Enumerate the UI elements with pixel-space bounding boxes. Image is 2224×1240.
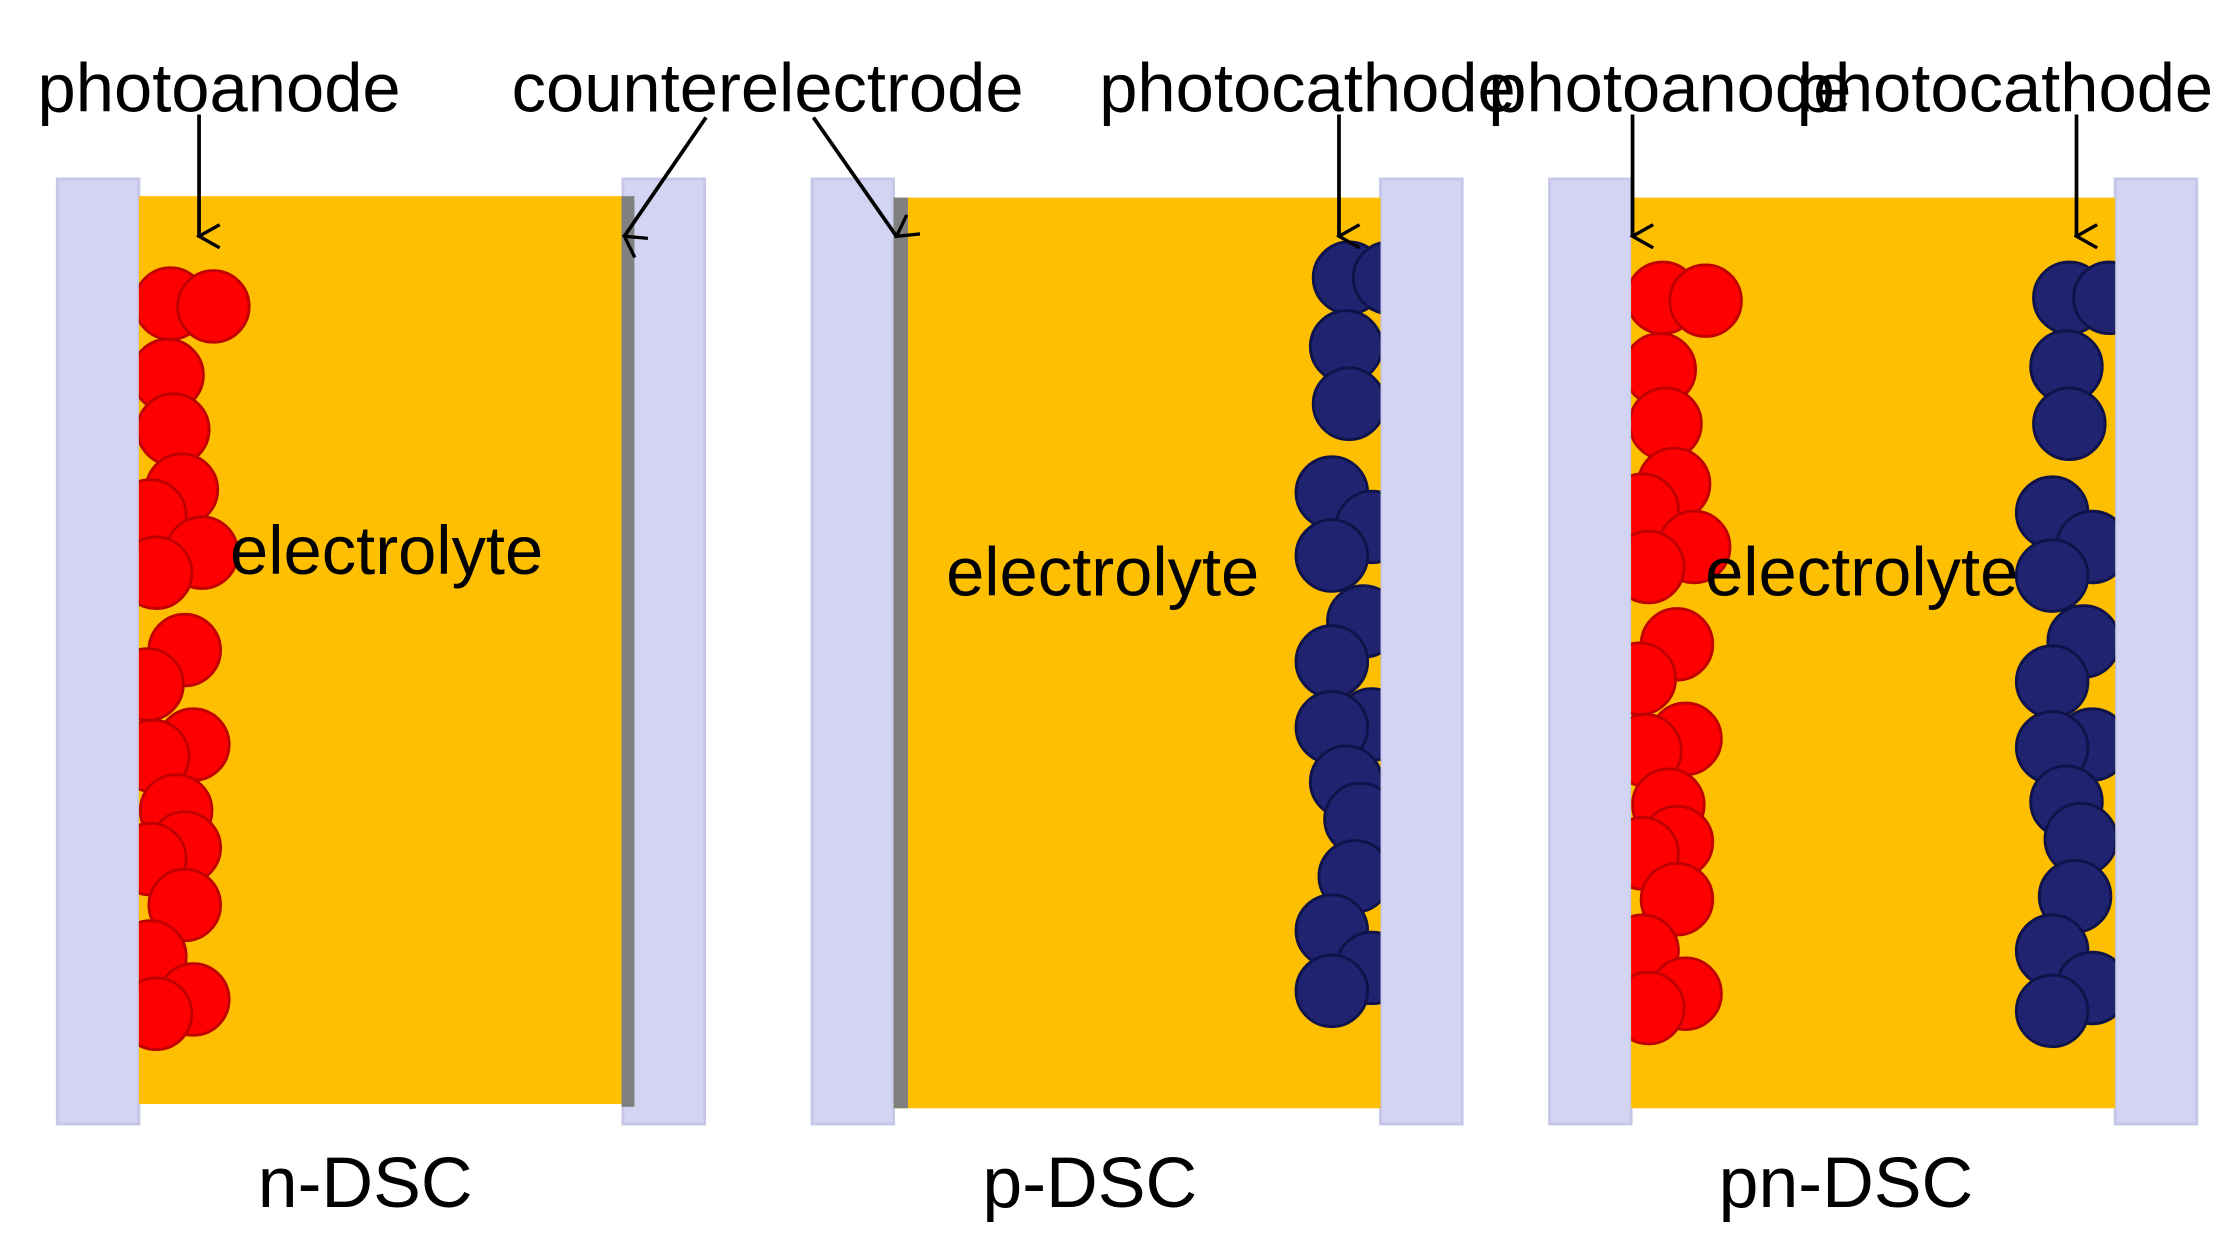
n-dsc-left-glass bbox=[55, 177, 141, 1126]
p-dsc-electrolyte-label: electrolyte bbox=[946, 534, 1259, 611]
n-dsc-counterelectrode-arrow bbox=[624, 116, 708, 236]
cell-n-dsc: photoanode electrolyte n-DSC bbox=[38, 50, 708, 1223]
pn-dsc-right-glass bbox=[2113, 177, 2199, 1126]
pn-dsc-photoanode-label: photoanode bbox=[1488, 50, 1851, 127]
photoanode-particle bbox=[147, 867, 222, 943]
photoanode-particle bbox=[1631, 529, 1686, 605]
photocathode-particle bbox=[1294, 518, 1370, 593]
photocathode-particle bbox=[2014, 538, 2090, 613]
photoanode-particle bbox=[1639, 861, 1715, 937]
pn-dsc-photocathode-particles bbox=[2014, 260, 2116, 1049]
p-dsc-caption: p-DSC bbox=[982, 1143, 1197, 1223]
counterelectrode-label: counterelectrode bbox=[512, 50, 1024, 127]
photoanode-particle bbox=[138, 976, 194, 1051]
photocathode-particle bbox=[1311, 366, 1381, 442]
n-dsc-photoanode-particles bbox=[138, 266, 251, 1051]
pn-dsc-photoanode-particles bbox=[1631, 260, 1743, 1046]
photocathode-particle bbox=[1294, 624, 1370, 699]
n-dsc-caption: n-DSC bbox=[258, 1143, 473, 1223]
n-dsc-photoanode-label: photoanode bbox=[38, 50, 401, 127]
pn-dsc-electrolyte-label: electrolyte bbox=[1705, 534, 2018, 611]
p-dsc-photocathode-label: photocathode bbox=[1099, 50, 1516, 127]
n-dsc-right-glass bbox=[621, 177, 707, 1126]
photoanode-particle bbox=[138, 535, 194, 610]
pn-dsc-caption: pn-DSC bbox=[1719, 1143, 1974, 1223]
photoanode-particle bbox=[1668, 263, 1743, 338]
pn-dsc-left-glass bbox=[1548, 177, 1633, 1126]
p-dsc-right-glass bbox=[1379, 177, 1464, 1126]
photocathode-particle bbox=[2014, 644, 2090, 719]
photocathode-particle bbox=[1294, 953, 1370, 1029]
p-dsc-counterelectrode-arrow bbox=[811, 116, 896, 236]
photocathode-particle bbox=[2032, 386, 2107, 462]
p-dsc-photocathode-particles bbox=[1294, 240, 1381, 1029]
photocathode-particle bbox=[1351, 241, 1381, 314]
photocathode-particle bbox=[2014, 973, 2090, 1049]
n-dsc-counterelectrode bbox=[621, 196, 635, 1107]
p-dsc-left-glass bbox=[810, 177, 896, 1126]
photoanode-particle bbox=[1631, 970, 1686, 1046]
cell-p-dsc: photocathode electrolyte p-DSC bbox=[810, 50, 1516, 1223]
photocathode-particle bbox=[2072, 260, 2116, 336]
cell-pn-dsc: photoanode photocathode electrolyte pn-D… bbox=[1488, 50, 2213, 1223]
p-dsc-counterelectrode bbox=[893, 197, 908, 1109]
n-dsc-electrolyte-label: electrolyte bbox=[230, 512, 543, 589]
pn-dsc-photocathode-label: photocathode bbox=[1797, 50, 2214, 127]
photoanode-particle bbox=[176, 269, 251, 344]
